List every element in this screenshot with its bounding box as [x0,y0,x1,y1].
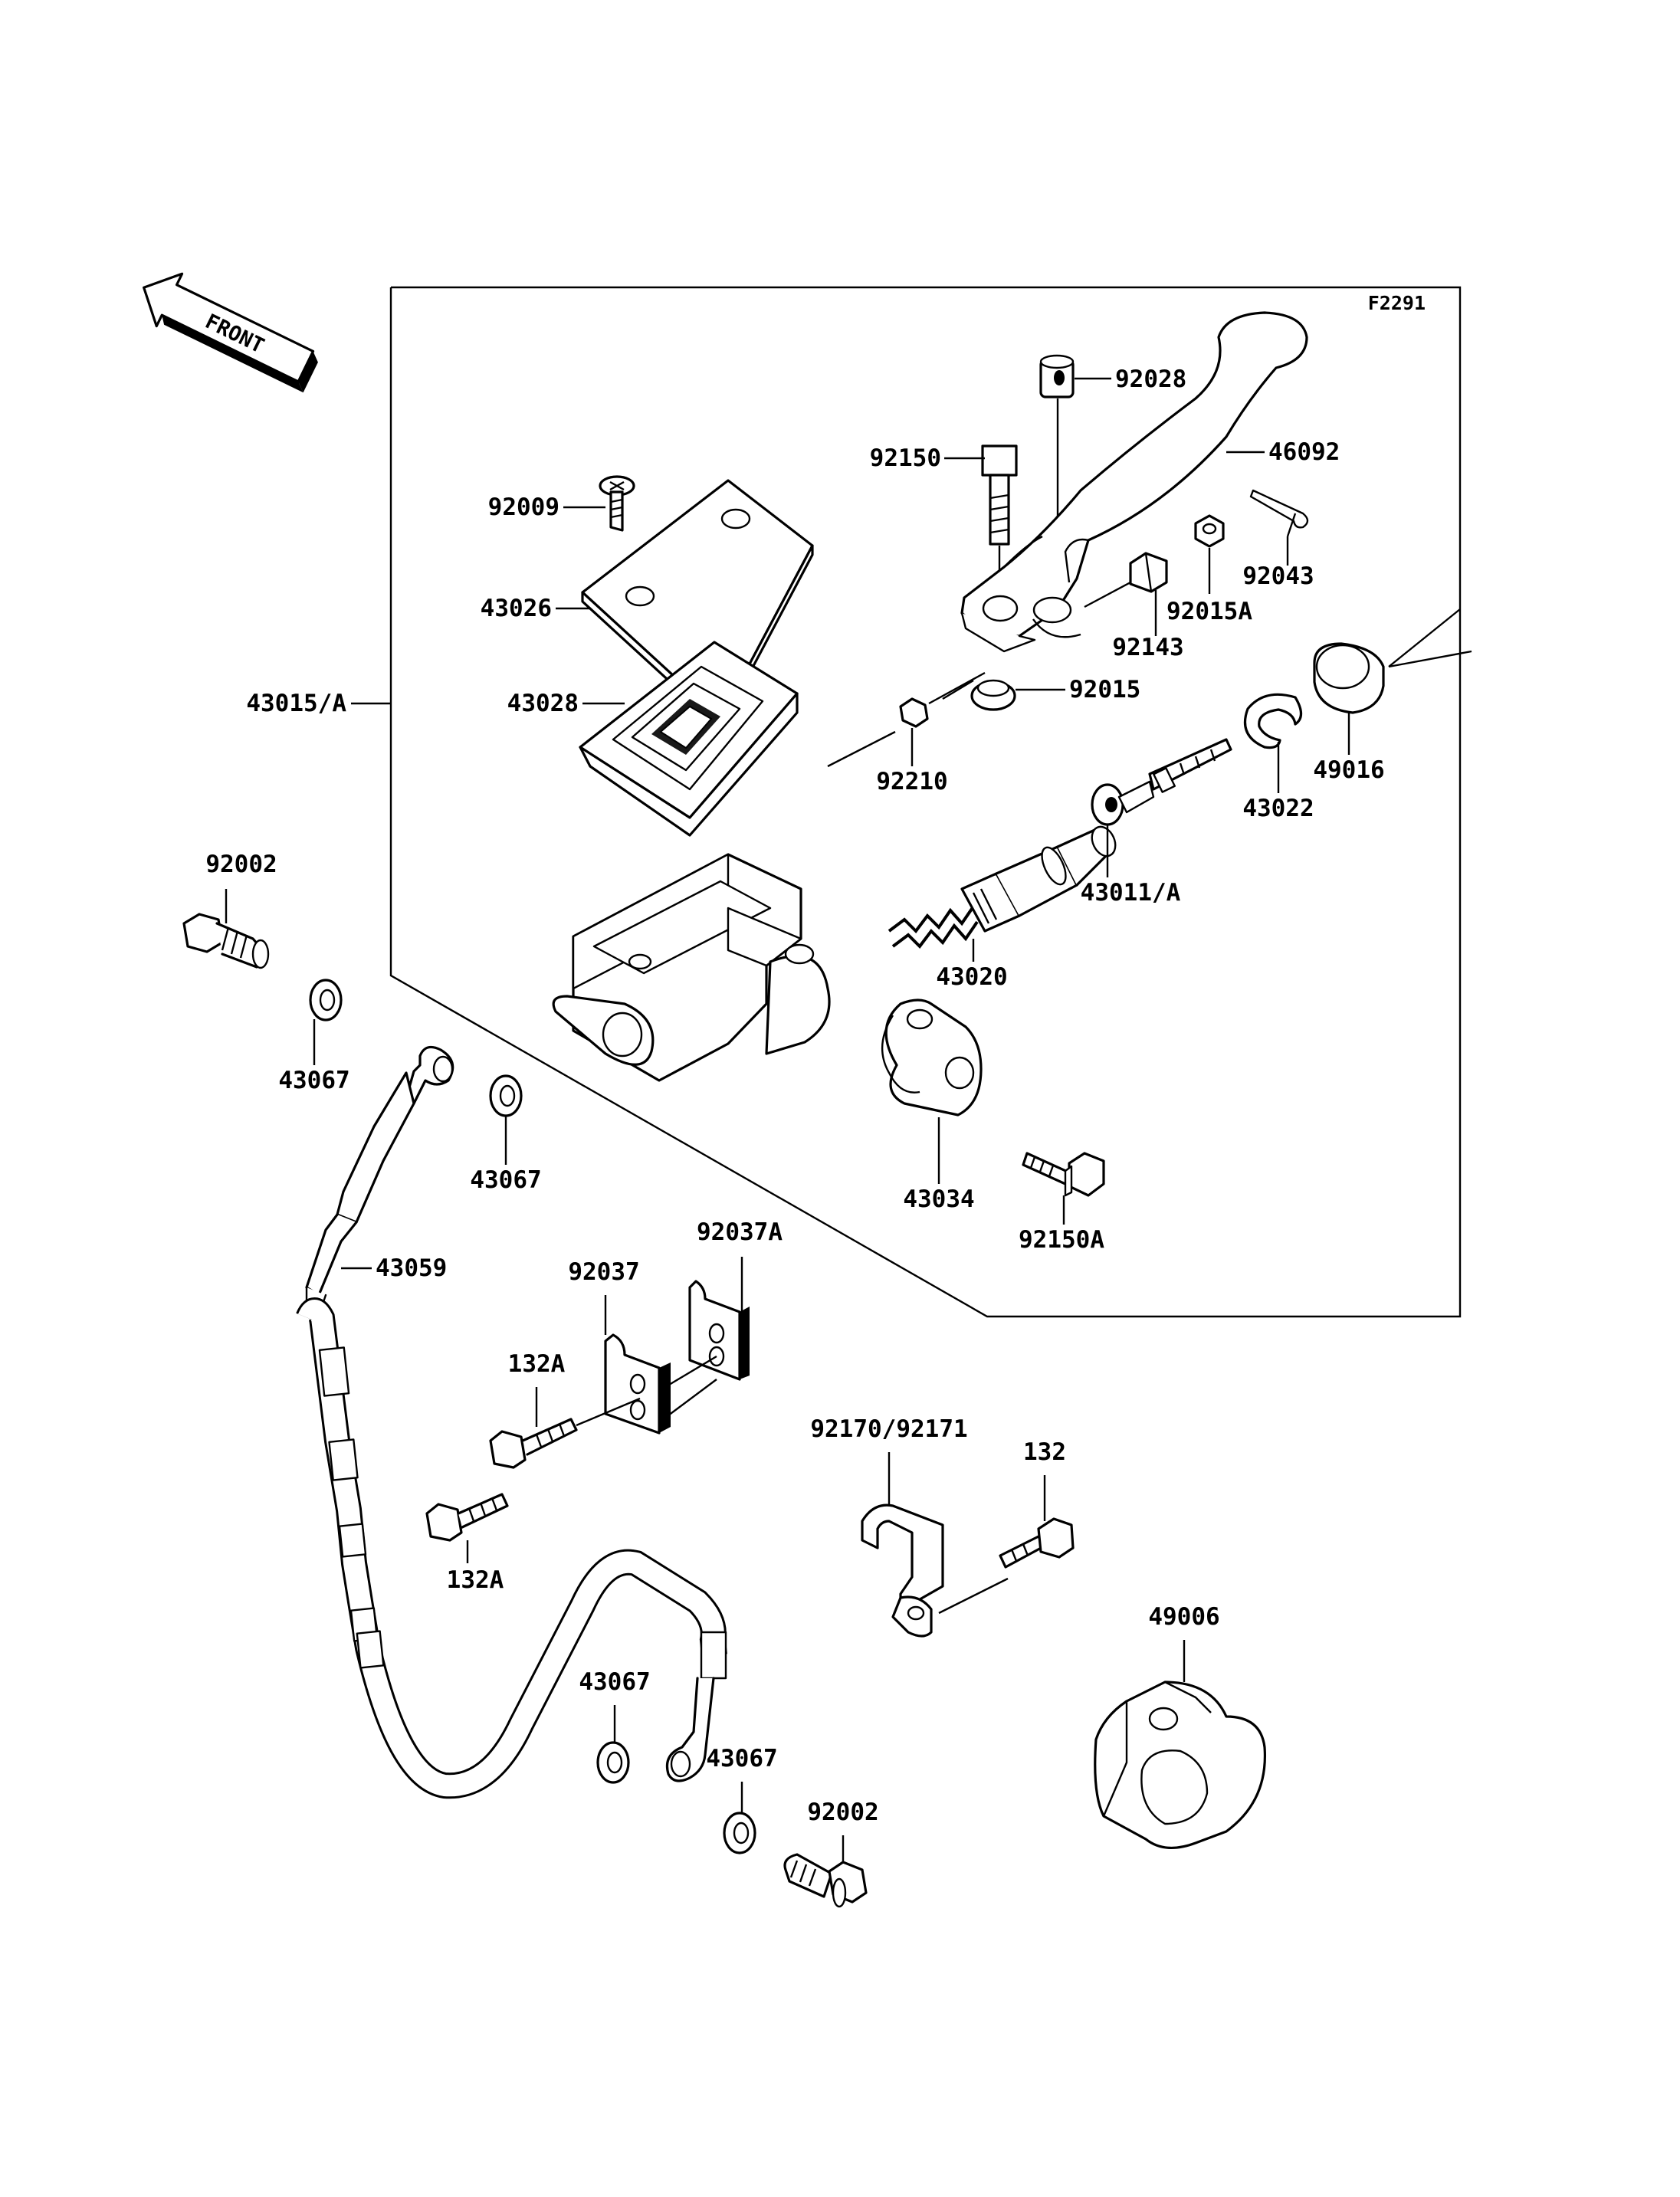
label-43028: 43028 [507,690,579,717]
label-92015: 92015 [1069,676,1140,703]
clamp-43034-icon [881,998,983,1117]
label-92150A: 92150A [1019,1226,1104,1254]
label-132: 132 [1023,1438,1066,1466]
nut-92210-icon [827,671,986,768]
assembly-43015-outline [389,286,1462,1318]
bolt-132A-top-icon [489,1397,641,1469]
label-92210: 92210 [876,768,947,795]
washer-43067-c-icon [596,1741,630,1784]
label-92170-92171: 92170/92171 [810,1415,967,1443]
label-43067-d: 43067 [706,1745,777,1772]
washer-43067-a-icon [309,979,343,1021]
circlip-43022-icon [1243,693,1303,749]
label-49016: 49016 [1313,756,1384,784]
label-43026: 43026 [481,595,552,622]
label-43011A: 43011/A [1081,879,1181,907]
cotter-pin-92043-icon [1249,489,1309,529]
label-43067-a: 43067 [278,1067,349,1094]
label-92009: 92009 [488,494,559,521]
adjuster-92143-icon [1084,552,1168,608]
label-92015A: 92015A [1166,598,1252,625]
banjo-bolt-92002-top-icon [182,913,270,969]
screw-92009-icon [599,475,635,532]
label-92143: 92143 [1112,634,1183,661]
bolt-92150A-icon [1022,1152,1105,1197]
label-43020: 43020 [936,963,1007,991]
label-92150: 92150 [870,444,941,472]
push-rod-43011A-icon [1091,738,1232,826]
nut-92015A-icon [1194,514,1225,548]
diaphragm-43028-icon [579,641,799,837]
bracket-92037A-icon [664,1280,750,1418]
label-43067-b: 43067 [470,1166,541,1194]
washer-43067-b-icon [489,1074,523,1117]
washer-43067-d-icon [723,1812,756,1854]
label-92037A: 92037A [697,1218,783,1246]
label-43059: 43059 [376,1254,447,1282]
label-92043: 92043 [1242,562,1314,590]
pivot-bolt-92150-icon [981,444,1018,590]
hose-clamp-92170-92171-icon [861,1503,1009,1638]
label-92002-top: 92002 [205,851,277,878]
label-43034: 43034 [903,1185,974,1213]
label-43022: 43022 [1242,795,1314,822]
switch-housing-49006-icon [1094,1681,1267,1850]
label-132A-bottom: 132A [447,1566,504,1594]
label-132A-top: 132A [508,1350,566,1378]
label-43015A: 43015/A [246,690,346,717]
dust-boot-49016-icon [1313,608,1472,714]
leader-lines [225,377,1350,1864]
master-cylinder-body-icon [552,853,831,1082]
bolt-132A-bottom-icon [425,1493,509,1542]
label-92002-bottom: 92002 [807,1799,878,1826]
front-arrow-icon: FRONT [143,272,318,393]
bracket-92037-icon [604,1333,671,1435]
bolt-132-icon [999,1517,1075,1569]
label-49006: 49006 [1148,1603,1219,1631]
nut-92015-icon [942,679,1016,711]
label-43067-c: 43067 [579,1668,650,1696]
collar-92028-icon [1039,354,1075,605]
label-46092: 46092 [1268,438,1340,466]
banjo-bolt-92002-bottom-icon [783,1853,868,1908]
diagram-code: F2291 [1368,292,1426,314]
label-92037: 92037 [568,1258,639,1286]
piston-spring-43020-icon [888,825,1117,949]
label-92028: 92028 [1115,366,1186,393]
brake-lever-46092-icon [960,311,1308,653]
brake-hose-43059-icon [296,1045,727,1799]
